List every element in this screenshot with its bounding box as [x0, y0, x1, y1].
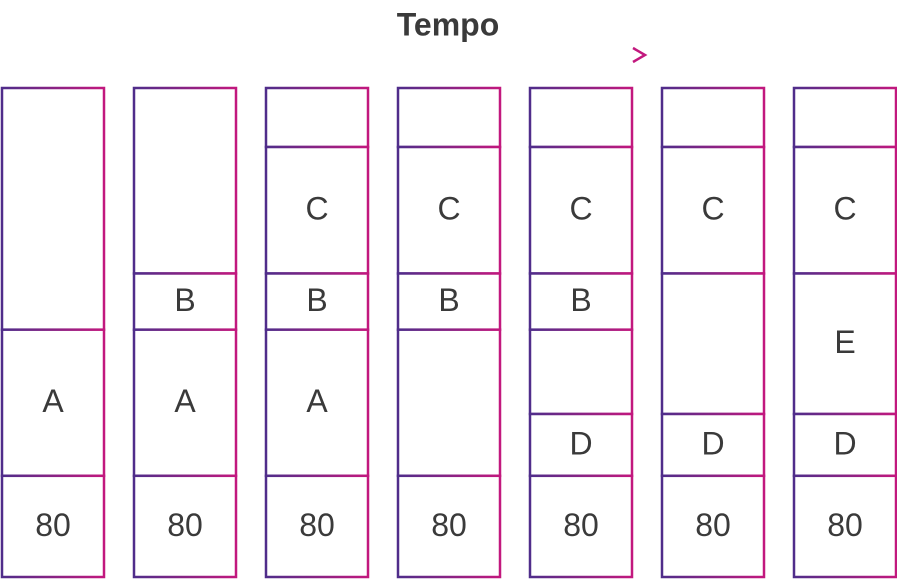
process-block — [264, 328, 370, 478]
process-block — [528, 412, 634, 478]
process-block — [660, 412, 766, 478]
memory-column: C E D 80 — [792, 86, 897, 579]
process-block — [528, 272, 634, 331]
process-block — [264, 272, 370, 331]
block-label: 80 — [167, 507, 203, 543]
memory-column: C B A 80 — [264, 86, 370, 579]
block-label: C — [437, 191, 460, 227]
free-block — [396, 86, 502, 149]
block-label: B — [438, 282, 459, 318]
block-label: B — [174, 282, 195, 318]
block-label: A — [306, 383, 328, 419]
block-label: A — [174, 383, 196, 419]
free-block — [264, 86, 370, 149]
block-label: C — [305, 191, 328, 227]
os-block — [132, 474, 238, 579]
block-label: D — [569, 425, 592, 461]
os-block — [528, 474, 634, 579]
memory-column: A 80 — [0, 86, 106, 579]
block-label: B — [570, 282, 591, 318]
block-label: D — [833, 425, 856, 461]
free-block — [0, 86, 106, 331]
block-label: 80 — [35, 507, 71, 543]
process-block — [396, 145, 502, 275]
os-block — [264, 474, 370, 579]
free-block — [132, 86, 238, 275]
block-label: C — [701, 191, 724, 227]
free-block — [792, 86, 897, 149]
os-block — [396, 474, 502, 579]
process-block — [528, 145, 634, 275]
free-block — [660, 86, 766, 149]
process-block — [396, 272, 502, 331]
block-label: E — [834, 324, 855, 360]
memory-column: B A 80 — [132, 86, 238, 579]
time-arrow — [252, 46, 648, 64]
memory-columns: A 80 B A 80 C B A 80 C B 80 C B D 80 C D 80 C E D 80 — [0, 86, 897, 579]
process-block — [132, 328, 238, 478]
free-block — [660, 272, 766, 416]
block-label: D — [701, 425, 724, 461]
free-block — [396, 328, 502, 478]
time-title: Tempo — [397, 6, 500, 42]
block-label: A — [42, 383, 64, 419]
block-label: C — [569, 191, 592, 227]
os-block — [660, 474, 766, 579]
os-block — [0, 474, 106, 579]
block-label: 80 — [431, 507, 467, 543]
memory-column: C B D 80 — [528, 86, 634, 579]
os-block — [792, 474, 897, 579]
block-label: 80 — [695, 507, 731, 543]
process-block — [264, 145, 370, 275]
block-label: 80 — [563, 507, 599, 543]
free-block — [528, 328, 634, 416]
block-label: B — [306, 282, 327, 318]
memory-column: C D 80 — [660, 86, 766, 579]
block-label: 80 — [299, 507, 335, 543]
free-block — [528, 86, 634, 149]
block-label: C — [833, 191, 856, 227]
block-label: 80 — [827, 507, 863, 543]
memory-column: C B 80 — [396, 86, 502, 579]
